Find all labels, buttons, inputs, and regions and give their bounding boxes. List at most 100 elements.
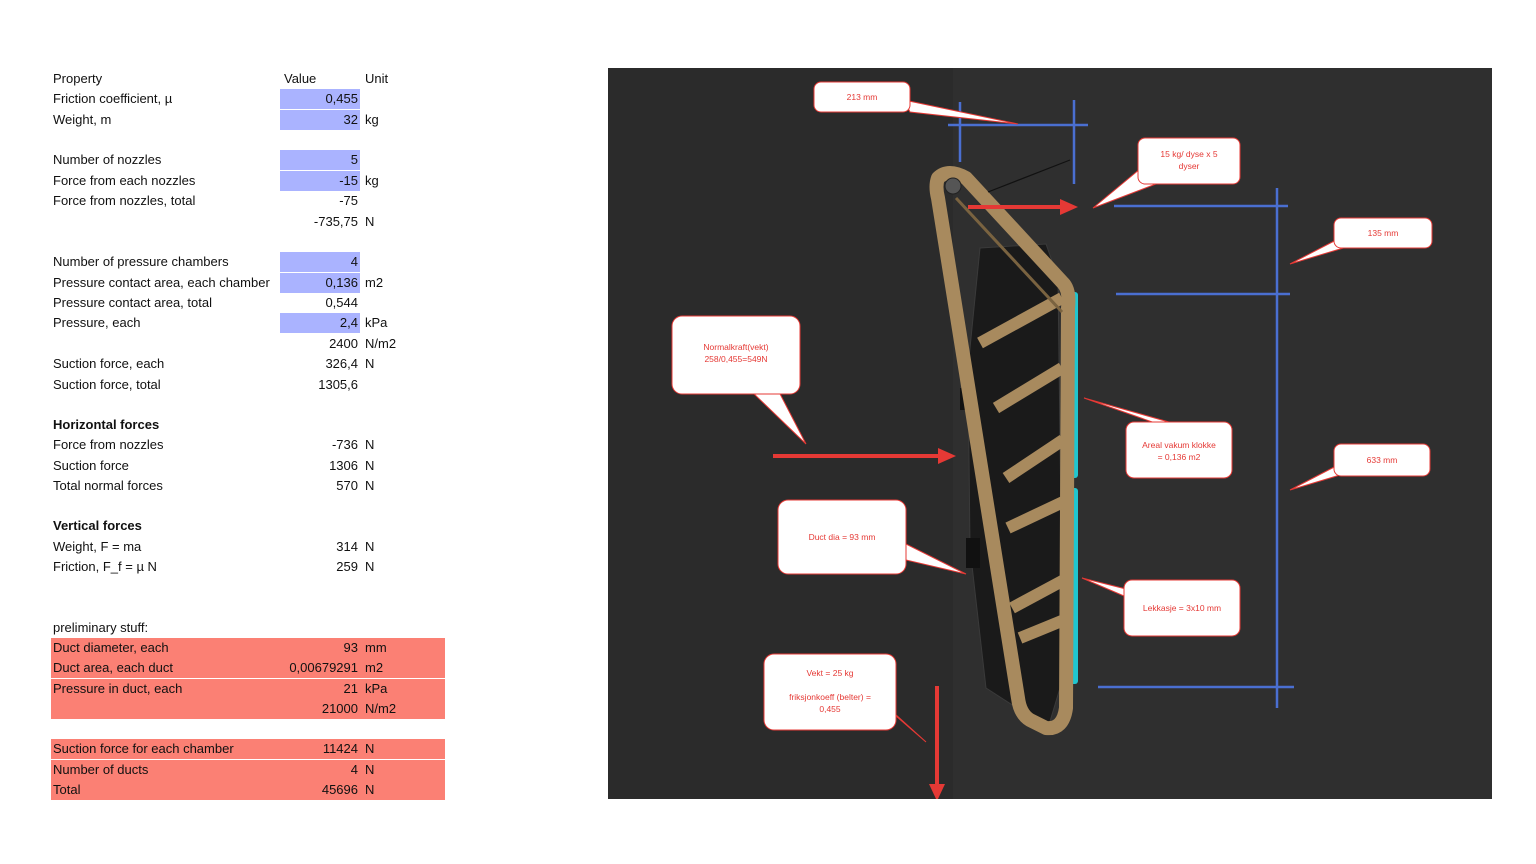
- row-value: 570: [336, 478, 358, 493]
- row-property: Pressure contact area, each chamber: [53, 275, 270, 290]
- row-value: 45696: [321, 782, 358, 797]
- spreadsheet: Property Value Unit Friction coefficient…: [0, 0, 560, 864]
- callouts: 213 mm 15 kg/ dyse x 5 dyser 135 mm Norm…: [671, 81, 1433, 743]
- callout-leakage: Lekkasje = 3x10 mm: [1081, 577, 1241, 637]
- table-row: Weight, F = ma 314 N: [51, 537, 445, 557]
- callout-vacuum-area-line1: Areal vakum klokke: [1142, 440, 1216, 450]
- table-header: Property Value Unit: [51, 69, 445, 89]
- leader-line: [987, 159, 1071, 193]
- row-value: 21: [343, 681, 358, 696]
- row-property: Suction force: [53, 458, 129, 473]
- row-unit: kPa: [365, 315, 388, 330]
- callout-weight-line4: 0,455: [819, 704, 841, 714]
- row-unit: N: [365, 356, 375, 371]
- callout-width-213-text: 213 mm: [847, 92, 878, 102]
- table-row: 21000 N/m2: [51, 699, 445, 719]
- row-property: Suction force for each chamber: [53, 741, 234, 756]
- row-property: Total: [53, 782, 81, 797]
- row-property: Suction force, each: [53, 356, 165, 371]
- header-property: Property: [53, 71, 103, 86]
- row-property: Force from nozzles, total: [53, 193, 196, 208]
- row-unit: N/m2: [365, 701, 397, 716]
- callout-leakage-text: Lekkasje = 3x10 mm: [1143, 603, 1221, 613]
- table-row: Vertical forces: [51, 516, 445, 536]
- row-unit: kPa: [365, 681, 388, 696]
- callout-nozzles: 15 kg/ dyse x 5 dyser: [1092, 137, 1241, 209]
- row-unit: N: [365, 559, 375, 574]
- table-row: Suction force, total 1305,6: [51, 375, 445, 395]
- callout-dim-135: 135 mm: [1289, 217, 1433, 265]
- row-property: Pressure contact area, total: [53, 295, 212, 310]
- row-value: 4: [280, 252, 360, 272]
- row-unit: kg: [365, 112, 379, 127]
- table-row: preliminary stuff:: [51, 618, 445, 638]
- force-arrows: [773, 199, 1078, 799]
- callout-dim-633-text: 633 mm: [1367, 455, 1398, 465]
- callout-dim-135-text: 135 mm: [1368, 228, 1399, 238]
- diagram-svg: 213 mm 15 kg/ dyse x 5 dyser 135 mm Norm…: [608, 68, 1492, 799]
- callout-weight: Vekt = 25 kg friksjonkoeff (belter) = 0,…: [763, 653, 927, 743]
- row-value: -75: [339, 193, 358, 208]
- callout-normal-force-line2: 258/0,455=549N: [704, 354, 767, 364]
- row-value: 4: [350, 762, 358, 777]
- row-property: Duct area, each duct: [53, 660, 173, 675]
- row-value: 326,4: [325, 356, 358, 371]
- robot-frame: [929, 166, 1076, 736]
- row-unit: N: [365, 741, 375, 756]
- row-property: Weight, F = ma: [53, 539, 142, 554]
- row-value: 259: [336, 559, 358, 574]
- callout-nozzles-line1: 15 kg/ dyse x 5: [1160, 149, 1217, 159]
- row-property: Vertical forces: [53, 518, 142, 533]
- row-unit: N: [365, 539, 375, 554]
- row-value: 0,136: [280, 273, 360, 293]
- row-value: 1306: [329, 458, 358, 473]
- row-unit: N: [365, 762, 375, 777]
- row-property: Force from nozzles: [53, 437, 164, 452]
- row-value: 21000: [321, 701, 358, 716]
- row-property: Suction force, total: [53, 377, 161, 392]
- callout-weight-line3: friksjonkoeff (belter) =: [789, 692, 871, 702]
- table-row: Suction force, each 326,4 N: [51, 354, 445, 374]
- table-row: Total 45696 N: [51, 780, 445, 800]
- callout-weight-line1: Vekt = 25 kg: [806, 668, 853, 678]
- nozzle-joint: [944, 177, 962, 195]
- row-unit: N: [365, 478, 375, 493]
- row-property: Horizontal forces: [53, 417, 160, 432]
- header-unit: Unit: [365, 71, 389, 86]
- row-value: 1305,6: [318, 377, 358, 392]
- callout-vacuum-area-line2: = 0,136 m2: [1158, 452, 1201, 462]
- row-property: Weight, m: [53, 112, 112, 127]
- row-unit: m2: [365, 275, 384, 290]
- row-value: 2400: [329, 336, 358, 351]
- row-property: preliminary stuff:: [53, 620, 149, 635]
- row-value: 314: [336, 539, 358, 554]
- table-row: Horizontal forces: [51, 415, 445, 435]
- row-property: Friction, F_f = µ N: [53, 559, 157, 574]
- callout-vacuum-area: Areal vakum klokke = 0,136 m2: [1083, 397, 1233, 479]
- row-property: Number of nozzles: [53, 152, 162, 167]
- force-diagram: 213 mm 15 kg/ dyse x 5 dyser 135 mm Norm…: [608, 68, 1492, 799]
- row-unit: kg: [365, 173, 379, 188]
- row-property: Number of ducts: [53, 762, 149, 777]
- row-unit: N: [365, 214, 375, 229]
- row-unit: N: [365, 782, 375, 797]
- callout-normal-force-line1: Normalkraft(vekt): [703, 342, 768, 352]
- row-property: Pressure in duct, each: [53, 681, 183, 696]
- callout-dim-633: 633 mm: [1289, 443, 1431, 491]
- callout-width-213: 213 mm: [813, 81, 1019, 125]
- row-value: 0,455: [280, 89, 360, 109]
- row-value: 93: [343, 640, 358, 655]
